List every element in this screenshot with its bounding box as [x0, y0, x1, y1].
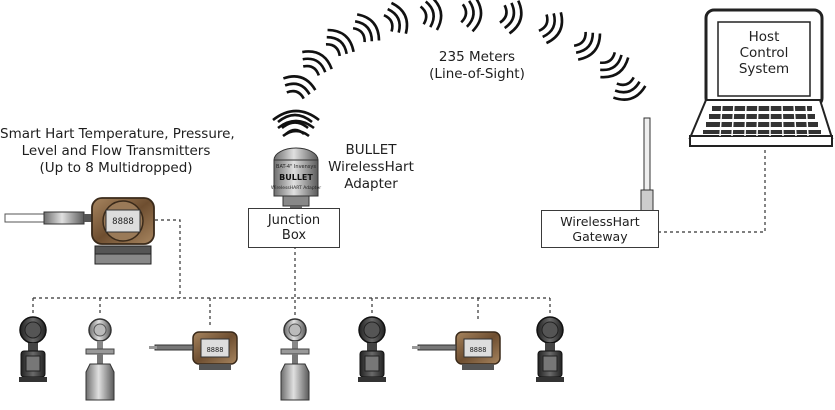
gateway-line1: WirelessHart: [560, 214, 640, 229]
host-line2: Control: [739, 45, 789, 61]
temperature-transmitter-2: [411, 331, 501, 371]
flow-transmitter-2: [280, 318, 310, 401]
gateway-line2: Gateway: [572, 229, 628, 244]
pressure-transmitter-3: [535, 316, 565, 383]
adapter-label-line3: Adapter: [344, 176, 398, 192]
adapter-device-logo: BULLET: [279, 173, 313, 182]
gateway-box: WirelessHart Gateway: [541, 210, 659, 248]
adapter-wave-icon: [272, 109, 320, 138]
svg-text:WirelessHART Adapter: WirelessHART Adapter: [271, 185, 321, 191]
distance-label-line2: (Line-of-Sight): [429, 66, 525, 82]
svg-text:8888: 8888: [112, 217, 134, 227]
large-temperature-transmitter: 8888: [4, 197, 155, 265]
host-laptop-icon: [688, 8, 834, 147]
adapter-label-line1: BULLET: [345, 142, 397, 158]
host-line3: System: [738, 61, 790, 77]
transmitters-label: Smart Hart Temperature, Pressure, Level …: [0, 126, 235, 177]
distance-label-line1: 235 Meters: [438, 49, 516, 65]
transmitters-label-line3: (Up to 8 Multidropped): [39, 160, 193, 176]
distance-label: 235 Meters (Line-of-Sight): [418, 49, 536, 83]
temperature-transmitter-1: [148, 331, 238, 371]
field-device-row: [18, 316, 565, 401]
junction-box: Junction Box: [248, 208, 340, 248]
host-screen-label: Host Control System: [718, 29, 810, 77]
pressure-transmitter-1: [18, 316, 48, 383]
flow-transmitter-1: [85, 318, 115, 401]
bus-wiring: [32, 148, 766, 326]
pressure-transmitter-2: [357, 316, 387, 383]
junction-box-line2: Box: [281, 228, 307, 243]
adapter-label: BULLET WirelessHart Adapter: [325, 142, 417, 193]
svg-text:BAT-4" Invensys: BAT-4" Invensys: [276, 164, 316, 170]
adapter-label-line2: WirelessHart: [328, 159, 414, 175]
junction-box-line1: Junction: [267, 213, 321, 228]
transmitters-label-line1: Smart Hart Temperature, Pressure,: [0, 126, 235, 142]
bullet-adapter-device: BAT-4" Invensys BULLET WirelessHART Adap…: [271, 147, 321, 212]
transmitters-label-line2: Level and Flow Transmitters: [21, 143, 211, 159]
host-line1: Host: [748, 29, 780, 45]
gateway-antenna: [640, 117, 654, 213]
